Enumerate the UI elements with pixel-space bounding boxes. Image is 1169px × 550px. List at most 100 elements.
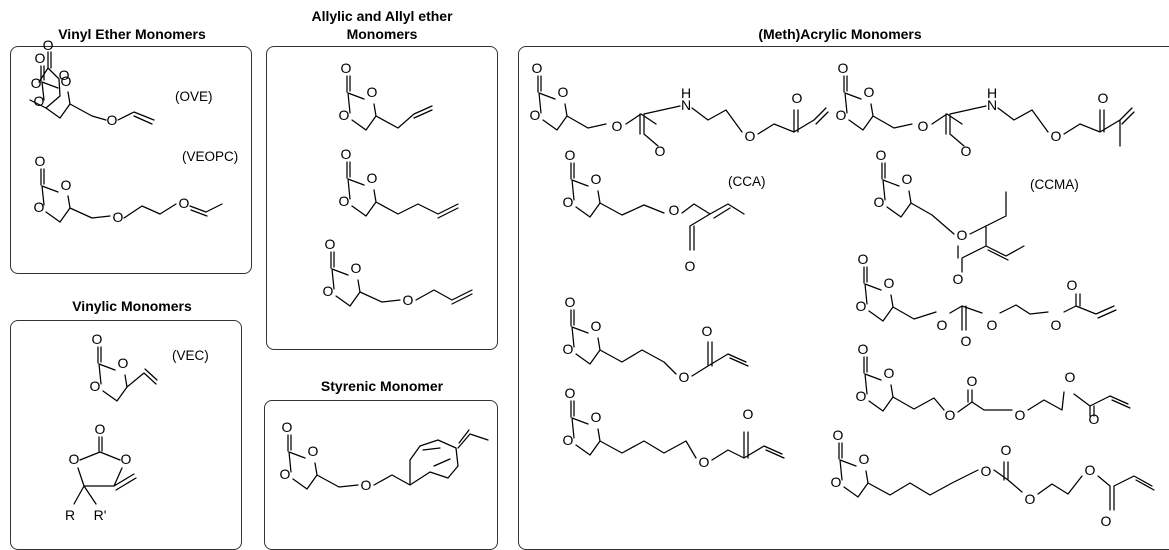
svg-text:O: O — [61, 73, 72, 89]
svg-text:O: O — [902, 171, 913, 187]
svg-text:O: O — [34, 93, 45, 109]
svg-text:O: O — [884, 365, 895, 381]
svg-text:N: N — [987, 97, 997, 113]
carbonate-ethyl-acrylate: O O O O O O O O — [856, 251, 1117, 349]
svg-text:O: O — [339, 107, 350, 123]
label-vec: (VEC) — [172, 348, 209, 363]
svg-text:H: H — [681, 85, 691, 101]
ethyl-acrylate-carbonate: O O O O O — [563, 294, 749, 385]
svg-text:O: O — [859, 451, 870, 467]
vinyl-ether-panel — [10, 46, 252, 274]
svg-text:O: O — [591, 171, 602, 187]
svg-text:O: O — [685, 258, 696, 274]
svg-text:O: O — [61, 177, 72, 193]
svg-text:O: O — [118, 355, 129, 371]
styrenic-structure: O O O O — [280, 419, 489, 493]
svg-text:O: O — [937, 317, 948, 333]
svg-text:O: O — [1085, 462, 1096, 478]
svg-text:O: O — [679, 369, 690, 385]
svg-text:O: O — [702, 323, 713, 339]
svg-text:O: O — [339, 193, 350, 209]
svg-text:O: O — [831, 474, 842, 490]
svg-text:O: O — [69, 451, 80, 467]
svg-text:O: O — [35, 153, 46, 169]
svg-text:O: O — [967, 373, 978, 389]
label-cca: (CCA) — [728, 174, 766, 189]
svg-text:O: O — [280, 466, 291, 482]
svg-text:O: O — [981, 463, 992, 479]
svg-text:O: O — [745, 128, 756, 144]
svg-text:O: O — [530, 107, 541, 123]
svg-text:O: O — [351, 260, 362, 276]
allyl-3: O O O O — [323, 236, 473, 308]
allylic-title-line2: Monomers — [346, 26, 418, 42]
svg-text:O: O — [1101, 513, 1112, 529]
svg-text:O: O — [1025, 491, 1036, 507]
carbamate-acrylate: O O O O O N H O O — [530, 60, 829, 159]
svg-text:O: O — [563, 432, 574, 448]
svg-text:O: O — [367, 170, 378, 186]
svg-text:O: O — [563, 194, 574, 210]
svg-text:O: O — [836, 107, 847, 123]
svg-text:O: O — [953, 271, 964, 287]
svg-text:O: O — [341, 60, 352, 76]
svg-text:O: O — [876, 147, 887, 163]
svg-text:O: O — [367, 84, 378, 100]
svg-text:O: O — [669, 202, 680, 218]
svg-text:O: O — [1067, 277, 1078, 293]
svg-text:O: O — [961, 143, 972, 159]
svg-text:O: O — [121, 451, 132, 467]
butyl-acrylate-carbonate: O O O O O — [563, 385, 785, 470]
svg-text:O: O — [179, 195, 190, 211]
svg-text:R: R — [65, 507, 75, 523]
svg-text:O: O — [858, 341, 869, 357]
svg-text:O: O — [961, 333, 972, 349]
label-veopc: (VEOPC) — [182, 149, 238, 164]
svg-text:O: O — [563, 341, 574, 357]
cca-structure: O O O O O (CCA) — [563, 147, 766, 274]
svg-text:O: O — [282, 419, 293, 435]
carbonate-butyl-acrylate: O O O O O O O O — [831, 427, 1155, 529]
svg-text:O: O — [31, 75, 42, 91]
structures-canvas: O O O O O O O O O O (OVE) O O O O O (VEO… — [29, 37, 1155, 529]
svg-text:O: O — [874, 194, 885, 210]
svg-text:O: O — [918, 118, 929, 134]
svg-text:O: O — [35, 50, 46, 66]
svg-text:O: O — [325, 236, 336, 252]
svg-text:O: O — [856, 388, 867, 404]
allylic-panel — [266, 46, 498, 350]
svg-text:O: O — [1089, 411, 1100, 427]
allyl-1: O O O — [339, 60, 433, 131]
svg-text:O: O — [864, 84, 875, 100]
svg-text:O: O — [565, 147, 576, 163]
svg-text:O: O — [90, 378, 101, 394]
carbamate-methacrylate: O O O O O N H O O — [836, 60, 1135, 159]
carbonate-ethyl-acrylate-2: O O O O O O O O — [856, 341, 1131, 427]
veopc-full: O O O O O (VEOPC) — [34, 149, 239, 225]
svg-text:O: O — [858, 251, 869, 267]
svg-text:O: O — [323, 283, 334, 299]
svg-text:N: N — [681, 97, 691, 113]
svg-text:O: O — [95, 421, 106, 437]
svg-text:O: O — [1015, 407, 1026, 423]
ove-full: O O O O (OVE) — [34, 50, 213, 128]
svg-text:O: O — [565, 385, 576, 401]
svg-text:O: O — [1051, 317, 1062, 333]
svg-text:O: O — [565, 294, 576, 310]
label-ccma: (CCMA) — [1030, 177, 1079, 192]
vinylic-title: Vinylic Monomers — [72, 298, 192, 314]
methacrylic-title: (Meth)Acrylic Monomers — [758, 26, 922, 42]
svg-text:O: O — [308, 443, 319, 459]
svg-text:O: O — [59, 67, 70, 83]
svg-text:O: O — [591, 409, 602, 425]
svg-text:R': R' — [94, 507, 107, 523]
svg-text:O: O — [1098, 90, 1109, 106]
svg-text:O: O — [341, 146, 352, 162]
allyl-2: O O O — [339, 146, 459, 219]
svg-text:O: O — [1001, 442, 1012, 458]
svg-text:O: O — [884, 275, 895, 291]
allylic-title-line1: Allylic and Allyl ether — [311, 8, 453, 24]
styrenic-title: Styrenic Monomer — [320, 378, 444, 394]
svg-text:O: O — [1065, 369, 1076, 385]
svg-text:O: O — [612, 118, 623, 134]
